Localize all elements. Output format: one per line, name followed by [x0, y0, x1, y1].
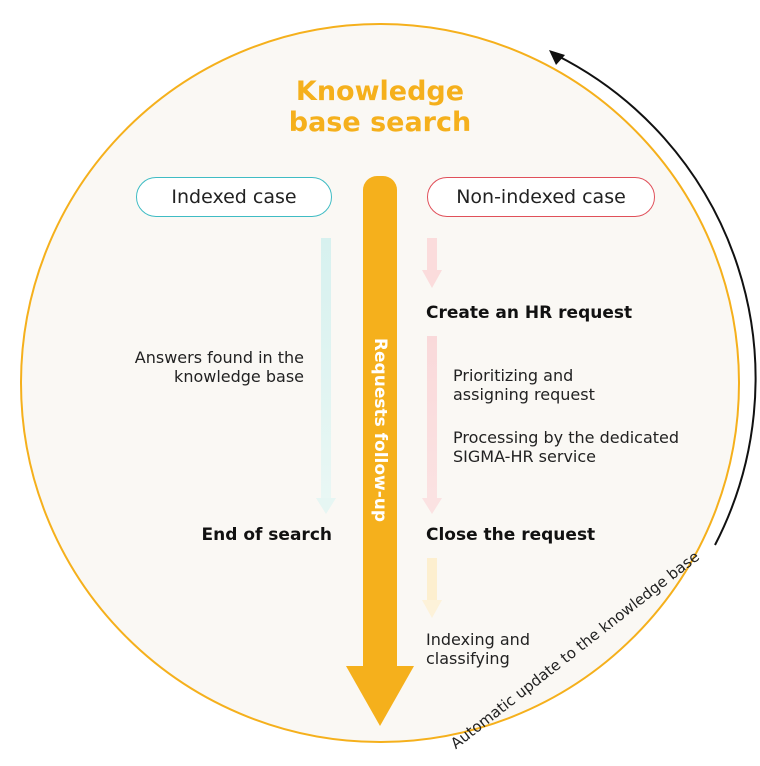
close-request-step: Close the request	[426, 525, 596, 545]
indexed-case-label: Indexed case	[136, 177, 332, 217]
answers-line-1: Answers found in the	[134, 348, 304, 367]
indexing-line-2: classifying	[426, 649, 510, 668]
processing-text: Processing by the dedicated SIGMA-HR ser…	[453, 428, 733, 466]
indexed-arrow	[316, 238, 336, 514]
follow-up-arrow	[346, 176, 414, 726]
indexing-text: Indexing and classifying	[426, 630, 626, 668]
diagram-title: Knowledge base search	[230, 76, 530, 138]
title-line-1: Knowledge	[295, 76, 465, 107]
title-line-2: base search	[288, 107, 472, 138]
answers-line-2: knowledge base	[174, 367, 304, 386]
prioritizing-line-1: Prioritizing and	[453, 366, 574, 385]
indexing-line-1: Indexing and	[426, 630, 530, 649]
create-request-step: Create an HR request	[426, 303, 633, 323]
non-indexed-case-label: Non-indexed case	[427, 177, 655, 217]
create-request-arrow	[422, 238, 442, 288]
prioritizing-line-2: assigning request	[453, 385, 595, 404]
prioritizing-text: Prioritizing and assigning request	[453, 366, 673, 404]
answers-found-text: Answers found in the knowledge base	[112, 348, 304, 386]
processing-line-1: Processing by the dedicated	[453, 428, 680, 447]
requests-follow-up-label: Requests follow-up	[370, 337, 390, 523]
update-arc	[555, 54, 757, 546]
processing-line-2: SIGMA-HR service	[453, 447, 596, 466]
indexing-arrow	[422, 558, 442, 618]
end-of-search-step: End of search	[201, 525, 332, 545]
processing-arrow	[422, 336, 442, 514]
update-arrowhead	[549, 50, 565, 65]
